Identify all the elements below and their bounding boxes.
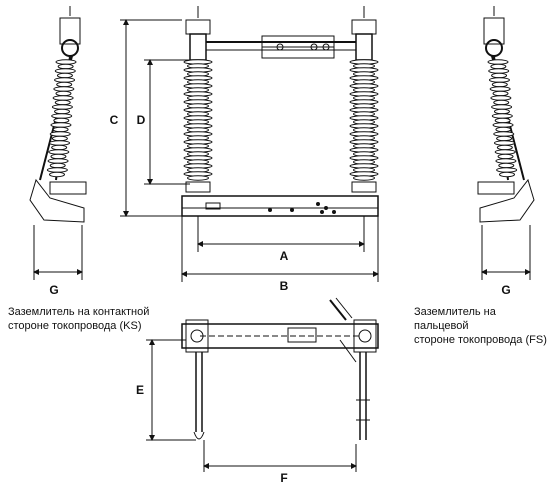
caption-fs-line2: стороне токопровода (FS) — [414, 334, 547, 346]
insulator-rib — [49, 162, 66, 169]
insulator-rib — [53, 117, 70, 124]
insulator-rib — [489, 86, 511, 92]
dim-g-right: G — [501, 283, 510, 297]
insulator-rib — [54, 108, 71, 115]
insulator-rib — [50, 122, 72, 128]
dim-d: D — [137, 113, 146, 127]
insulator-rib — [491, 104, 513, 110]
insulator-rib — [496, 135, 513, 142]
caption-ks-line2: стороне токопровода (KS) — [8, 320, 142, 332]
insulator-rib — [498, 162, 515, 169]
insulator-rib — [57, 63, 74, 70]
dim-g-left: G — [49, 283, 58, 297]
insulator-rib — [187, 175, 209, 181]
insulator-rib — [496, 144, 513, 151]
plan-view — [146, 297, 379, 472]
dim-c: C — [110, 113, 119, 127]
insulator-rib — [52, 126, 69, 133]
insulator-rib — [493, 131, 515, 137]
insulator-rib — [488, 68, 510, 74]
base-frame — [181, 195, 379, 217]
insulator-rib — [51, 144, 68, 151]
insulator-rib — [491, 72, 508, 79]
insulator-stack-left — [183, 59, 213, 181]
side-view-ks — [29, 6, 87, 280]
insulator-rib — [488, 77, 510, 83]
insulator-rib — [49, 171, 65, 178]
insulator-rib — [494, 149, 516, 155]
top-terminal-icon — [61, 39, 79, 57]
insulator-rib — [48, 149, 70, 155]
dim-e: E — [136, 383, 144, 397]
insulator-rib — [54, 77, 76, 83]
insulator-rib — [492, 122, 514, 128]
insulator-rib — [492, 90, 509, 97]
insulator-stack-right-side — [487, 59, 518, 178]
insulator-rib — [490, 95, 512, 101]
insulator-rib — [46, 167, 68, 173]
insulator-rib — [499, 171, 515, 178]
insulator-rib — [494, 117, 511, 124]
caption-fs: Заземлитель на пальцевой стороне токопро… — [414, 305, 552, 347]
insulator-rib — [56, 81, 73, 88]
insulator-rib — [493, 108, 510, 115]
insulator-rib — [54, 68, 76, 74]
insulator-rib — [51, 113, 73, 119]
insulator-rib — [50, 153, 67, 160]
plan-frame — [181, 323, 379, 349]
insulator-rib — [56, 72, 73, 79]
insulator-rib — [51, 135, 68, 142]
insulator-rib — [493, 99, 510, 106]
insulator-rib — [55, 59, 77, 65]
caption-ks: Заземлитель на контактной стороне токопр… — [8, 305, 149, 333]
insulator-rib — [353, 175, 375, 181]
insulator-rib — [49, 140, 71, 146]
insulator-rib — [487, 59, 509, 65]
insulator-rib — [51, 104, 73, 110]
front-view — [120, 6, 379, 282]
dim-b: B — [280, 279, 289, 293]
insulator-rib — [495, 158, 517, 164]
insulator-rib — [491, 113, 513, 119]
insulator-rib — [496, 167, 518, 173]
insulator-rib — [497, 153, 514, 160]
insulator-rib — [47, 158, 69, 164]
caption-fs-line1: Заземлитель на пальцевой — [414, 306, 496, 332]
insulator-stack-right — [349, 59, 379, 181]
insulator-rib — [49, 131, 71, 137]
dim-f: F — [280, 471, 287, 485]
dim-a: A — [280, 249, 289, 263]
insulator-rib — [493, 140, 515, 146]
insulator-stack-left-side — [46, 59, 77, 178]
caption-ks-line1: Заземлитель на контактной — [8, 306, 150, 318]
insulator-rib — [495, 126, 512, 133]
insulator-rib — [55, 90, 72, 97]
insulator-rib — [54, 99, 71, 106]
insulator-rib — [490, 63, 507, 70]
top-terminal-icon — [485, 39, 503, 57]
insulator-rib — [53, 86, 75, 92]
insulator-rib — [52, 95, 74, 101]
side-view-fs — [477, 6, 535, 280]
insulator-rib — [491, 81, 508, 88]
